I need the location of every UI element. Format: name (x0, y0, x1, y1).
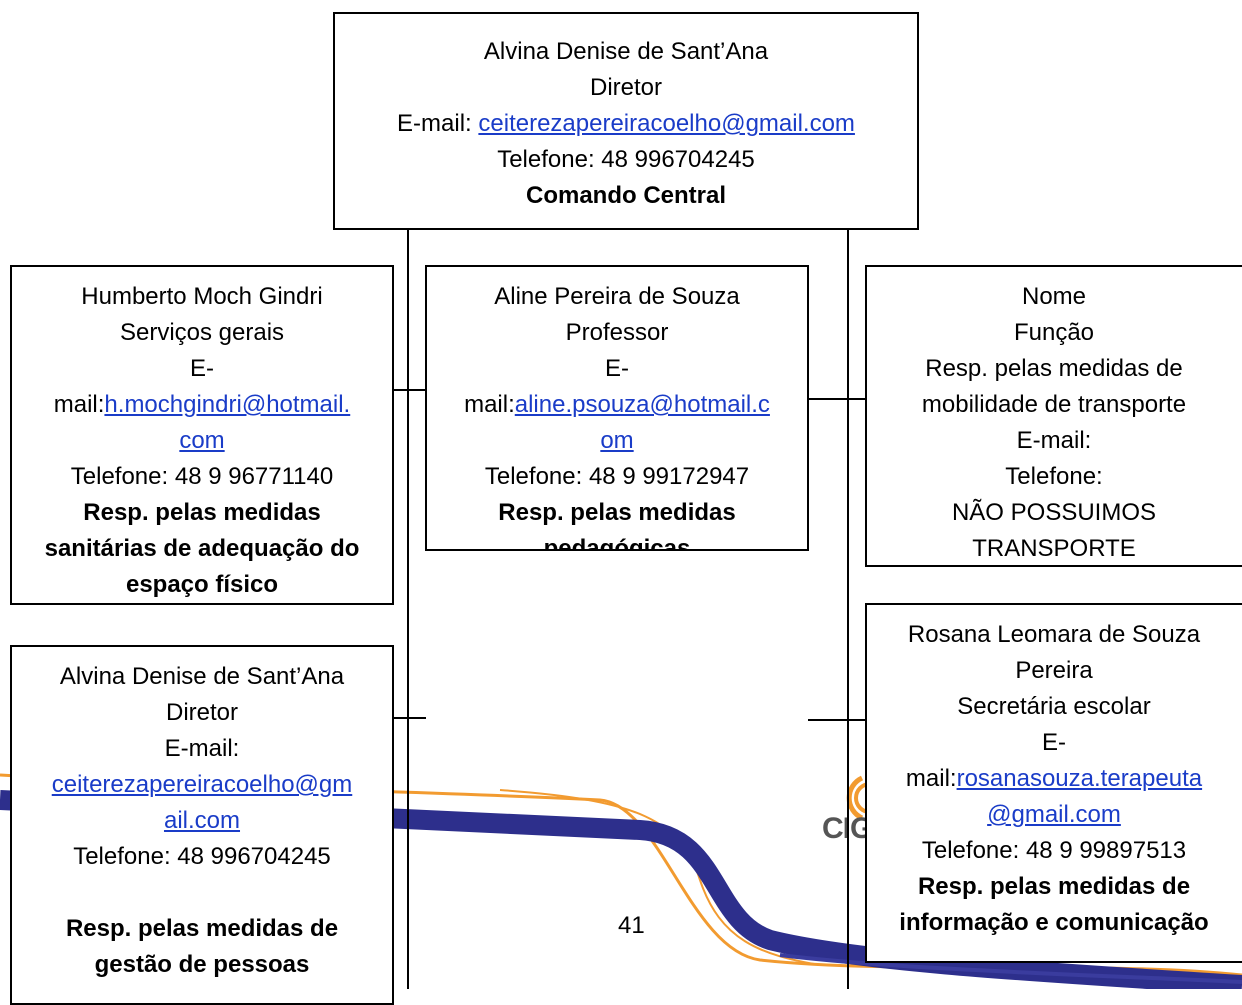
aline-resp-1: Resp. pelas medidas (498, 499, 736, 526)
central-command-box: Alvina Denise de Sant’Ana Diretor E-mail… (333, 12, 919, 230)
transport-phone: Telefone: (1005, 463, 1103, 490)
rosana-phone: Telefone: 48 9 99897513 (921, 837, 1187, 864)
humberto-name: Humberto Moch Gindri (81, 283, 323, 310)
connector-left-low (392, 717, 426, 719)
email-label: E-mail: (397, 110, 479, 137)
rosana-name-1: Rosana Leomara de Souza (907, 621, 1201, 648)
alvina-phone: Telefone: 48 996704245 (73, 843, 331, 870)
humberto-email-label: E- (190, 355, 214, 382)
humberto-resp-2: sanitárias de adequação do (44, 535, 360, 562)
aline-email-link[interactable]: aline.psouza@hotmail.c (514, 391, 770, 418)
humberto-role: Serviços gerais (119, 319, 285, 346)
aline-box: Aline Pereira de Souza Professor E- mail… (425, 265, 809, 551)
alvina-email-label: E-mail: (164, 735, 240, 762)
aline-name: Aline Pereira de Souza (494, 283, 740, 310)
alvina-email-link-cont[interactable]: ail.com (163, 807, 241, 834)
humberto-phone: Telefone: 48 9 96771140 (70, 463, 334, 490)
humberto-resp-3: espaço físico (125, 571, 279, 598)
rosana-role: Secretária escolar (957, 693, 1151, 720)
central-phone: Telefone: 48 996704245 (497, 146, 755, 173)
page-number: 41 (618, 912, 645, 939)
rosana-email-link[interactable]: rosanasouza.terapeuta (956, 765, 1203, 792)
logo-arc (846, 775, 864, 821)
transport-resp-2: mobilidade de transporte (921, 391, 1187, 418)
blue-swoosh-thin (779, 953, 1242, 984)
alvina-role: Diretor (165, 699, 238, 726)
aline-email-label: E- (605, 355, 629, 382)
rosana-email-row: mail:rosanasouza.terapeuta (867, 761, 1241, 797)
central-email-link[interactable]: ceiterezapereiracoelho@gmail.com (478, 110, 855, 137)
rosana-email-label: E- (1042, 729, 1066, 756)
alvina-resp-1: Resp. pelas medidas de (65, 915, 339, 942)
central-name: Alvina Denise de Sant’Ana (483, 38, 769, 65)
aline-resp-2: pedagógicas (543, 535, 691, 551)
alvina-email-link[interactable]: ceiterezapereiracoelho@gm (51, 771, 353, 798)
central-title: Comando Central (525, 182, 726, 209)
rosana-name-2: Pereira (1015, 657, 1093, 684)
transport-note-1: NÃO POSSUIMOS (951, 499, 1157, 526)
central-email-row: E-mail: ceiterezapereiracoelho@gmail.com (335, 106, 917, 142)
aline-phone: Telefone: 48 9 99172947 (484, 463, 750, 490)
email-label: mail: (53, 391, 105, 418)
transport-role: Função (1013, 319, 1095, 346)
connector-left-vertical (407, 229, 409, 989)
transport-note-2: TRANSPORTE (972, 535, 1136, 562)
aline-email-row: mail:aline.psouza@hotmail.c (427, 387, 807, 423)
connector-left-mid (392, 389, 426, 391)
humberto-email-row: mail:h.mochgindri@hotmail. (12, 387, 392, 423)
central-role: Diretor (589, 74, 662, 101)
alvina-people-box: Alvina Denise de Sant’Ana Diretor E-mail… (10, 645, 394, 1005)
alvina-name: Alvina Denise de Sant’Ana (59, 663, 345, 690)
aline-email-link-cont[interactable]: om (600, 427, 634, 454)
logo-arc-2 (854, 782, 871, 814)
transport-name: Nome (1021, 283, 1087, 310)
transport-box: Nome Função Resp. pelas medidas de mobil… (865, 265, 1242, 567)
humberto-resp-1: Resp. pelas medidas (83, 499, 321, 526)
spacer (12, 875, 392, 911)
connector-right-vertical (847, 229, 849, 989)
email-label: mail: (464, 391, 515, 418)
rosana-resp-2: informação e comunicação (899, 909, 1209, 936)
connector-right-mid (808, 398, 878, 400)
transport-resp-1: Resp. pelas medidas de (925, 355, 1183, 382)
rosana-box: Rosana Leomara de Souza Pereira Secretár… (865, 603, 1242, 963)
transport-email: E-mail: (1016, 427, 1092, 454)
rosana-email-link-cont[interactable]: @gmail.com (987, 801, 1121, 828)
humberto-email-link-cont[interactable]: com (179, 427, 225, 454)
aline-role: Professor (565, 319, 669, 346)
connector-right-low (808, 719, 878, 721)
humberto-box: Humberto Moch Gindri Serviços gerais E- … (10, 265, 394, 605)
humberto-email-link[interactable]: h.mochgindri@hotmail. (104, 391, 351, 418)
alvina-resp-2: gestão de pessoas (94, 951, 310, 978)
email-label: mail: (905, 765, 957, 792)
rosana-resp-1: Resp. pelas medidas de (917, 873, 1191, 900)
